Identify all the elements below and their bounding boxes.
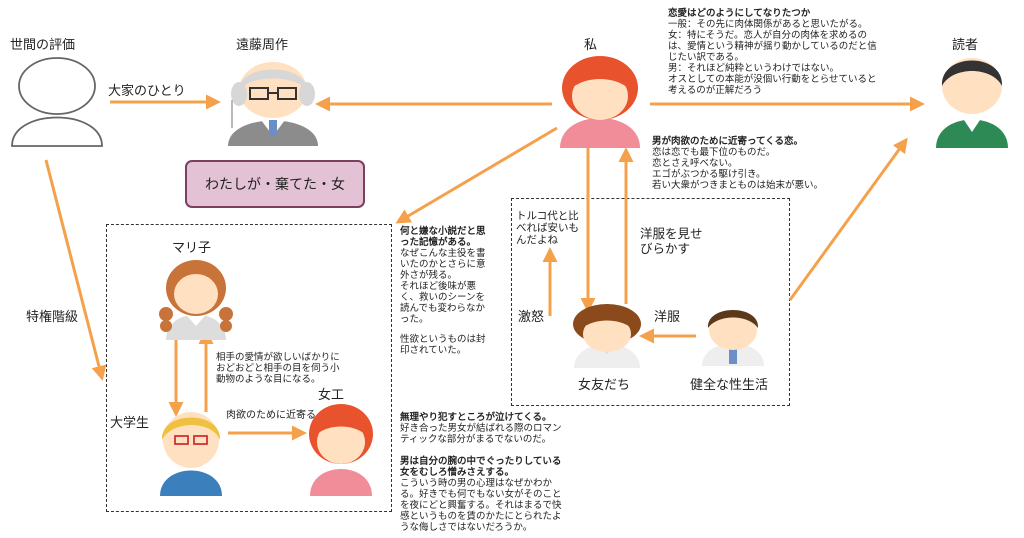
edge-taika-label: 大家のひとり	[108, 84, 186, 99]
novel-title: わたしが・棄てた・女	[205, 177, 345, 193]
note-nanto: 何と嫌な小説だと思 った記憶がある。 なぜこんな主役を書 いたのかとさらに意 外…	[400, 226, 486, 325]
woman-red-hair-icon	[560, 56, 640, 148]
edge-yofuku-misete-line: 洋服を見せ	[640, 226, 703, 241]
edge-yofuku-label: 洋服	[654, 310, 681, 325]
note-nanto-line: なぜこんな主役を書	[400, 248, 486, 259]
note-nanto-title: った記憶がある。	[400, 237, 477, 248]
note-nanto-line: った。	[400, 314, 429, 325]
edge-toruko: トルコ代と比 べれば安いも んだよね	[516, 210, 579, 246]
node-endou-label: 遠藤周作	[236, 38, 289, 53]
edge-toruko-line: んだよね	[516, 234, 558, 246]
note-otoko-ude: 男は自分の腕の中でぐったりしている 女をむしろ憎みさえする。 こういう時の男の心…	[400, 456, 562, 533]
edge-aijou-line: 相手の愛情が欲しいばかりに	[216, 352, 340, 363]
note-seiyoku: 性欲というものは封 印されていた。	[400, 334, 486, 356]
note-seiyoku-line: 性欲というものは封	[400, 334, 486, 345]
edge-aijou-line: 動物のような目になる。	[216, 374, 321, 385]
note-seiyoku-line: 印されていた。	[400, 345, 467, 356]
group-story-box	[106, 224, 392, 512]
edge-yofuku-misete-line: びらかす	[640, 241, 691, 256]
node-watashi-label: 私	[584, 38, 598, 53]
note-nanto-line: く、救いのシーンを	[400, 292, 486, 303]
note-ren-ai-line: 男：それほど純粋というわけではない。	[668, 63, 840, 74]
edge-toruko-line: べれば安いも	[516, 222, 579, 234]
note-otoko-line: 恋とさえ呼べない。	[652, 158, 738, 169]
man-dark-hair-icon	[936, 58, 1008, 148]
note-ren-ai-line: 一般：その先に肉体関係があると思いたがる。	[668, 19, 868, 30]
healthy-man-icon	[702, 310, 764, 366]
node-daigakusei-label: 大学生	[110, 416, 150, 431]
student-glasses-icon	[160, 412, 222, 496]
note-ren-ai-line: 考えるのが正解だろう	[668, 85, 763, 96]
factory-girl-icon	[309, 404, 373, 496]
edge-nikuyoku-label: 肉欲のために近寄る	[226, 410, 316, 421]
node-tomodachi-label: 女友だち	[578, 378, 631, 393]
note-nanto-line: いたのかとさらに意	[400, 259, 486, 270]
outline-person-icon	[11, 57, 103, 147]
note-muriyari: 無理やり犯すところが泣けてくる。 好き合った男女が結ばれる際のロマン ティックな…	[400, 412, 562, 445]
note-muriyari-line: ティックな部分がまるでないのだ。	[400, 434, 552, 445]
note-ren-ai-title: 恋愛はどのようにしてなりたつか	[668, 8, 811, 19]
node-seken-label: 世間の評価	[10, 38, 76, 53]
arrow-box-to-dokusha	[788, 137, 908, 301]
note-otoko-line: 若い大衆がつきまとものは始末が悪い。	[652, 180, 824, 191]
node-mariko-label: マリ子	[172, 241, 212, 256]
node-dokusha-label: 読者	[952, 38, 979, 53]
note-otoko: 男が肉欲のために近寄ってくる恋。 恋は恋でも最下位のものだ。 恋とさえ呼べない。…	[652, 136, 823, 191]
note-otoko-ude-line: こういう時の男の心理はなぜかわか	[400, 478, 553, 489]
edge-toruko-line: トルコ代と比	[516, 210, 579, 222]
note-otoko-ude-line: うな侮しさではないだろうか。	[400, 522, 533, 533]
note-otoko-ude-line: る。好きでも何でもない女がそのこと	[400, 489, 562, 500]
edge-yofuku-misete: 洋服を見せ びらかす	[640, 226, 703, 256]
note-otoko-ude-line: を夜にどと興奮する。それはまるで快	[400, 500, 562, 511]
edge-tokken-label: 特権階級	[26, 310, 79, 325]
note-ren-ai-line: 女：特にそうだ。恋人が自分の肉体を求めるの	[668, 30, 868, 41]
edge-gekido-label: 激怒	[518, 310, 545, 325]
elderly-man-icon	[228, 62, 318, 146]
novel-title-box: わたしが・棄てた・女	[185, 160, 365, 208]
note-ren-ai-line: オスとしての本能が没個い行動をとらせていると	[668, 74, 877, 85]
note-ren-ai: 恋愛はどのようにしてなりたつか 一般：その先に肉体関係があると思いたがる。 女：…	[668, 8, 877, 96]
note-nanto-line: それほど後味が悪	[400, 281, 477, 292]
arrow-seken-to-daigakusei	[44, 159, 107, 381]
group-friends-box	[511, 198, 790, 406]
note-ren-ai-line: は、愛情という精神が揺り動かしているのだと信	[668, 41, 877, 52]
edge-aijou-line: おどおどと相手の目を伺う小	[216, 363, 340, 374]
note-nanto-title: 何と嫌な小説だと思	[400, 226, 486, 237]
node-joko-label: 女工	[318, 388, 345, 403]
note-otoko-line: 恋は恋でも最下位のものだ。	[652, 147, 776, 158]
note-otoko-line: エゴがぶつかる駆け引き。	[652, 169, 766, 180]
note-nanto-line: 読んでも変わらなか	[400, 303, 486, 314]
note-otoko-ude-line: 感というものを賃のかたにとられたよ	[400, 511, 562, 522]
note-nanto-line: 外さが残る。	[400, 270, 458, 281]
note-otoko-title: 男が肉欲のために近寄ってくる恋。	[652, 136, 804, 147]
arrow-watashi-to-story	[395, 126, 558, 224]
node-kenzen-label: 健全な性生活	[690, 378, 769, 393]
note-otoko-ude-title: 女をむしろ憎みさえする。	[400, 467, 515, 478]
note-muriyari-title: 無理やり犯すところが泣けてくる。	[400, 412, 552, 423]
note-otoko-ude-title: 男は自分の腕の中でぐったりしている	[400, 456, 562, 467]
note-muriyari-line: 好き合った男女が結ばれる際のロマン	[400, 423, 562, 434]
girl-braids-icon	[159, 260, 233, 340]
edge-aijou: 相手の愛情が欲しいばかりに おどおどと相手の目を伺う小 動物のような目になる。	[216, 352, 340, 385]
girlfriend-icon	[573, 304, 641, 368]
note-ren-ai-line: じたい訳である。	[668, 52, 744, 63]
